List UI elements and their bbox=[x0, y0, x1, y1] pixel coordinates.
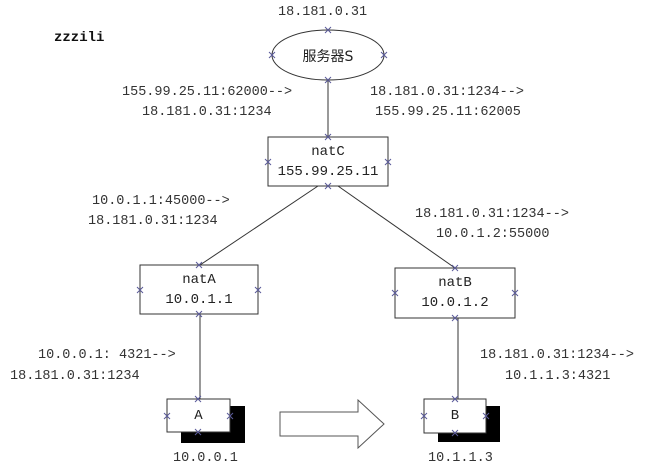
marker-natB-right bbox=[511, 289, 519, 297]
marker-natB-top bbox=[451, 264, 459, 272]
hostA-box bbox=[166, 398, 231, 433]
marker-natC-right bbox=[384, 158, 392, 166]
marker-server-right bbox=[380, 51, 388, 59]
marker-natA-bottom bbox=[195, 310, 203, 318]
hostA-name: A bbox=[194, 408, 203, 424]
marker-hostA-left bbox=[163, 412, 171, 420]
marker-natA-right bbox=[254, 286, 262, 294]
link-natC-natB bbox=[337, 185, 456, 269]
natB-name: natB bbox=[438, 275, 472, 291]
natA-name: natA bbox=[182, 272, 216, 288]
marker-hostA-top bbox=[194, 395, 202, 403]
natA-box bbox=[139, 264, 259, 315]
marker-natC-left bbox=[264, 158, 272, 166]
mapping-natB-to-hostB-line2: 10.1.1.3:4321 bbox=[505, 369, 611, 384]
hostA-ip: 10.0.0.1 bbox=[173, 451, 238, 466]
marker-hostA-right bbox=[226, 412, 234, 420]
marker-natB-bottom bbox=[451, 314, 459, 322]
server-label: 服务器S bbox=[302, 49, 354, 65]
mapping-server-to-natC-line1: 18.181.0.31:1234--> bbox=[370, 85, 524, 100]
marker-hostB-right bbox=[482, 412, 490, 420]
mapping-natC-to-natB-line2: 10.0.1.2:55000 bbox=[436, 227, 550, 242]
hostB-ip: 10.1.1.3 bbox=[428, 451, 493, 466]
natB-ip: 10.0.1.2 bbox=[421, 295, 489, 311]
marker-server-left bbox=[268, 51, 276, 59]
marker-hostB-left bbox=[420, 412, 428, 420]
mapping-natC-to-server-line1: 155.99.25.11:62000--> bbox=[122, 85, 293, 100]
natC-ip: 155.99.25.11 bbox=[277, 164, 379, 180]
connection-markers bbox=[136, 26, 519, 437]
watermark-text: zzzili bbox=[54, 30, 105, 46]
mapping-server-to-natC-line2: 155.99.25.11:62005 bbox=[375, 105, 521, 120]
marker-natA-left bbox=[136, 286, 144, 294]
mapping-hostA-to-natA-line2: 18.181.0.31:1234 bbox=[10, 369, 140, 384]
hostB-name: B bbox=[450, 408, 460, 424]
marker-hostB-top bbox=[451, 395, 459, 403]
marker-server-top bbox=[324, 26, 332, 34]
mapping-natC-to-natB-line1: 18.181.0.31:1234--> bbox=[415, 207, 569, 222]
marker-natC-bottom bbox=[324, 182, 332, 190]
marker-hostA-bottom bbox=[194, 428, 202, 436]
mapping-hostA-to-natA-line1: 10.0.0.1: 4321--> bbox=[38, 348, 176, 363]
marker-natC-top bbox=[324, 133, 332, 141]
marker-natA-top bbox=[195, 261, 203, 269]
marker-natB-left bbox=[391, 289, 399, 297]
natC-name: natC bbox=[311, 144, 345, 160]
mapping-natB-to-hostB-line1: 18.181.0.31:1234--> bbox=[480, 348, 634, 363]
server-ip: 18.181.0.31 bbox=[278, 5, 368, 20]
link-natC-natA bbox=[199, 185, 319, 266]
marker-server-bottom bbox=[324, 76, 332, 84]
natA-ip: 10.0.1.1 bbox=[165, 292, 233, 308]
hollow-arrow-icon bbox=[279, 398, 385, 450]
mapping-natC-to-server-line2: 18.181.0.31:1234 bbox=[142, 105, 272, 120]
mapping-natA-to-natC-line1: 10.0.1.1:45000--> bbox=[92, 194, 230, 209]
mapping-natA-to-natC-line2: 18.181.0.31:1234 bbox=[88, 214, 218, 229]
marker-hostB-bottom bbox=[451, 429, 459, 437]
